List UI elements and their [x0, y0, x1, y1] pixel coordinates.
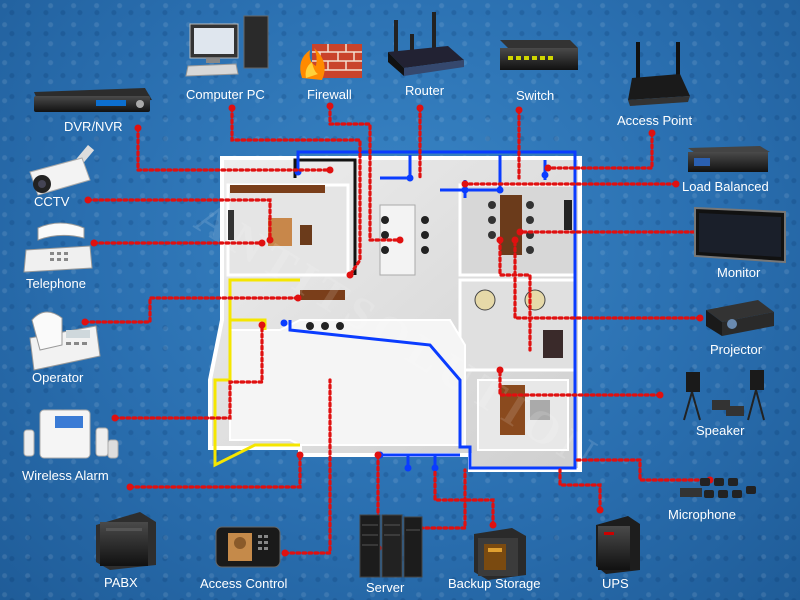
- label-microphone: Microphone: [668, 507, 736, 522]
- label-telephone: Telephone: [26, 276, 86, 291]
- label-wireless-alarm: Wireless Alarm: [22, 468, 109, 483]
- backup-storage-icon: [474, 528, 526, 580]
- label-access-point: Access Point: [617, 113, 693, 128]
- label-cctv: CCTV: [34, 194, 70, 209]
- label-computer-pc: Computer PC: [186, 87, 265, 102]
- computer-pc-icon: [185, 15, 269, 77]
- label-projector: Projector: [710, 342, 763, 357]
- monitor-icon: [694, 206, 786, 264]
- device-labels: DVR/NVR CCTV Telephone Operator Wireless…: [22, 83, 769, 595]
- telephone-icon: [23, 222, 93, 273]
- operator-phone-icon: [29, 311, 101, 371]
- label-backup-storage: Backup Storage: [448, 576, 541, 591]
- label-firewall: Firewall: [307, 87, 352, 102]
- label-dvr-nvr: DVR/NVR: [64, 119, 123, 134]
- microphone-icon: [680, 478, 756, 498]
- load-balancer-icon: [688, 146, 770, 172]
- label-monitor: Monitor: [717, 265, 761, 280]
- connection-lines: [83, 104, 712, 555]
- dvr-nvr-icon: [34, 88, 152, 112]
- ups-icon: [596, 516, 640, 574]
- projector-icon: [706, 300, 774, 336]
- server-rack-icon: [359, 514, 423, 578]
- cctv-camera-icon: [29, 145, 95, 196]
- label-server: Server: [366, 580, 405, 595]
- wireless-alarm-icon: [23, 409, 119, 459]
- label-switch: Switch: [516, 88, 554, 103]
- floor-plan: ANTITSOLUTION: [187, 150, 610, 482]
- network-switch-icon: [500, 40, 578, 70]
- label-load-balanced: Load Balanced: [682, 179, 769, 194]
- label-speaker: Speaker: [696, 423, 745, 438]
- label-router: Router: [405, 83, 445, 98]
- label-ups: UPS: [602, 576, 629, 591]
- router-icon: [388, 12, 464, 76]
- firewall-icon: [300, 44, 362, 80]
- speaker-icon: [683, 370, 765, 421]
- label-operator: Operator: [32, 370, 84, 385]
- pabx-icon: [96, 512, 156, 570]
- label-pabx: PABX: [104, 575, 138, 590]
- label-access-control: Access Control: [200, 576, 288, 591]
- access-control-icon: [215, 526, 281, 568]
- access-point-icon: [628, 42, 690, 106]
